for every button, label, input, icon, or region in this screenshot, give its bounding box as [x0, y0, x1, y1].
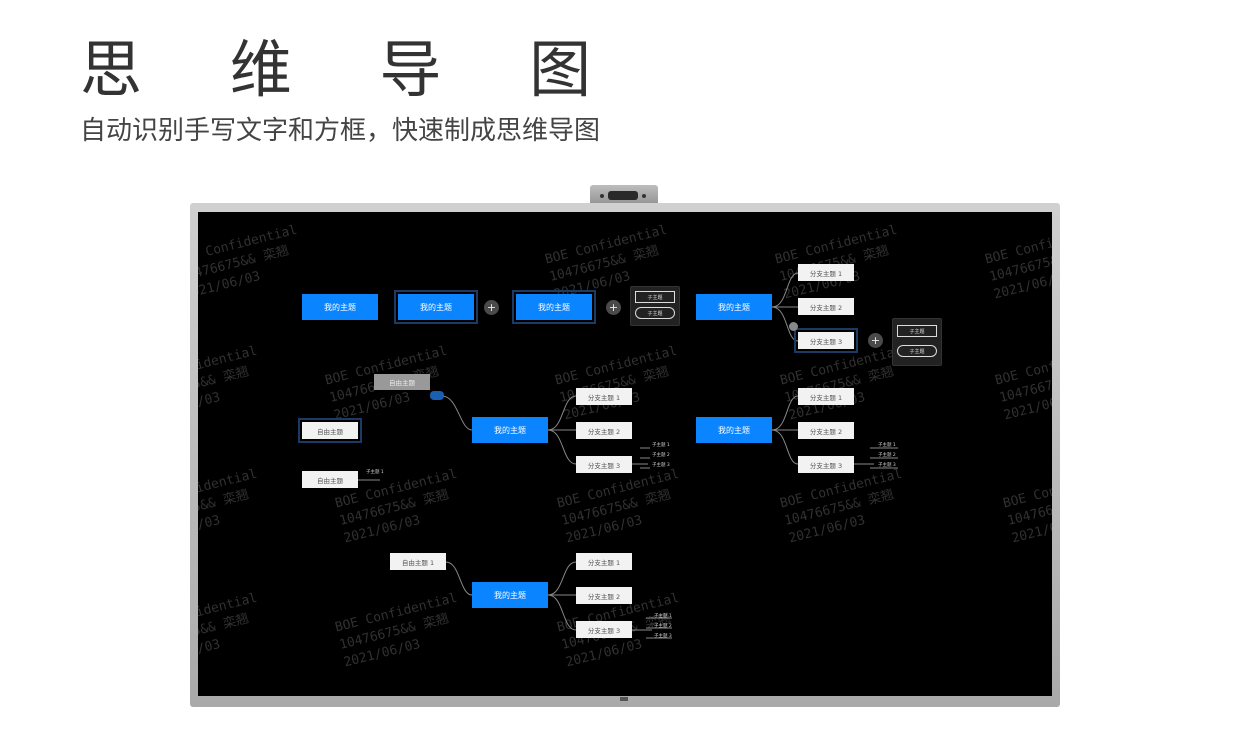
free-topic-node-dragging[interactable]: 自由主题 — [374, 374, 430, 390]
sub-topic-label[interactable]: 子主题 1 — [366, 470, 384, 475]
connector-lines — [358, 272, 898, 639]
tv-camera — [590, 185, 658, 207]
camera-led — [600, 194, 604, 198]
branch-topic-node[interactable]: 分支主题 3 — [576, 456, 632, 473]
branch-topic-node[interactable]: 分支主题 3 — [576, 621, 632, 638]
page-title: 思 维 导 图 — [80, 33, 626, 106]
add-node-button[interactable]: + — [606, 300, 621, 315]
connect-handle[interactable] — [430, 391, 444, 400]
main-topic-node[interactable]: 我的主题 — [696, 417, 772, 443]
main-topic-node[interactable]: 我的主题 — [302, 294, 378, 320]
branch-topic-node[interactable]: 分支主题 2 — [798, 298, 854, 315]
branch-topic-node[interactable]: 分支主题 1 — [576, 553, 632, 570]
tv-logo — [620, 697, 628, 701]
page-subtitle: 自动识别手写文字和方框，快速制成思维导图 — [80, 116, 601, 146]
free-topic-node[interactable]: 自由主题 — [302, 471, 358, 488]
whiteboard-screen[interactable]: BOE Confidential 10476675&& 栾翘 2021/06/0… — [198, 212, 1052, 696]
node-type-popup[interactable]: 子主题 子主题 — [630, 286, 680, 326]
oval-subtopic-option[interactable]: 子主题 — [635, 307, 675, 319]
oval-subtopic-option[interactable]: 子主题 — [897, 345, 937, 357]
sub-topic-label[interactable]: 子主题 3 — [654, 634, 672, 639]
sub-topic-label[interactable]: 子主题 2 — [652, 453, 670, 458]
sub-topic-label[interactable]: 子主题 2 — [878, 453, 896, 458]
branch-topic-node[interactable]: 分支主题 2 — [576, 422, 632, 439]
drag-handle[interactable] — [789, 322, 798, 331]
sub-topic-label[interactable]: 子主题 3 — [878, 463, 896, 468]
main-topic-node-selected[interactable]: 我的主题 — [394, 290, 478, 324]
branch-topic-node[interactable]: 分支主题 2 — [798, 422, 854, 439]
branch-topic-node[interactable]: 分支主题 1 — [576, 388, 632, 405]
sub-topic-label[interactable]: 子主题 1 — [652, 443, 670, 448]
branch-topic-node[interactable]: 分支主题 2 — [576, 587, 632, 604]
main-topic-node[interactable]: 我的主题 — [472, 417, 548, 443]
rect-subtopic-option[interactable]: 子主题 — [635, 291, 675, 303]
branch-topic-node[interactable]: 分支主题 1 — [798, 264, 854, 281]
branch-topic-node[interactable]: 分支主题 1 — [798, 388, 854, 405]
main-topic-node[interactable]: 我的主题 — [696, 294, 772, 320]
sub-topic-label[interactable]: 子主题 2 — [654, 624, 672, 629]
camera-lens — [608, 191, 638, 200]
main-topic-node[interactable]: 我的主题 — [472, 582, 548, 608]
rect-subtopic-option[interactable]: 子主题 — [897, 325, 937, 337]
add-node-button[interactable]: + — [868, 333, 883, 348]
node-type-popup[interactable]: 子主题 子主题 — [892, 318, 942, 366]
camera-led — [642, 194, 646, 198]
sub-topic-label[interactable]: 子主题 1 — [654, 614, 672, 619]
sub-topic-label[interactable]: 子主题 1 — [878, 443, 896, 448]
branch-topic-node[interactable]: 分支主题 3 — [798, 456, 854, 473]
free-topic-node-selected[interactable]: 自由主题 — [298, 418, 362, 443]
sub-topic-label[interactable]: 子主题 3 — [652, 463, 670, 468]
main-topic-node-selected[interactable]: 我的主题 — [512, 290, 596, 324]
branch-topic-node-selected[interactable]: 分支主题 3 — [794, 328, 858, 353]
add-node-button[interactable]: + — [484, 300, 499, 315]
free-topic-node[interactable]: 自由主题 1 — [390, 553, 446, 570]
